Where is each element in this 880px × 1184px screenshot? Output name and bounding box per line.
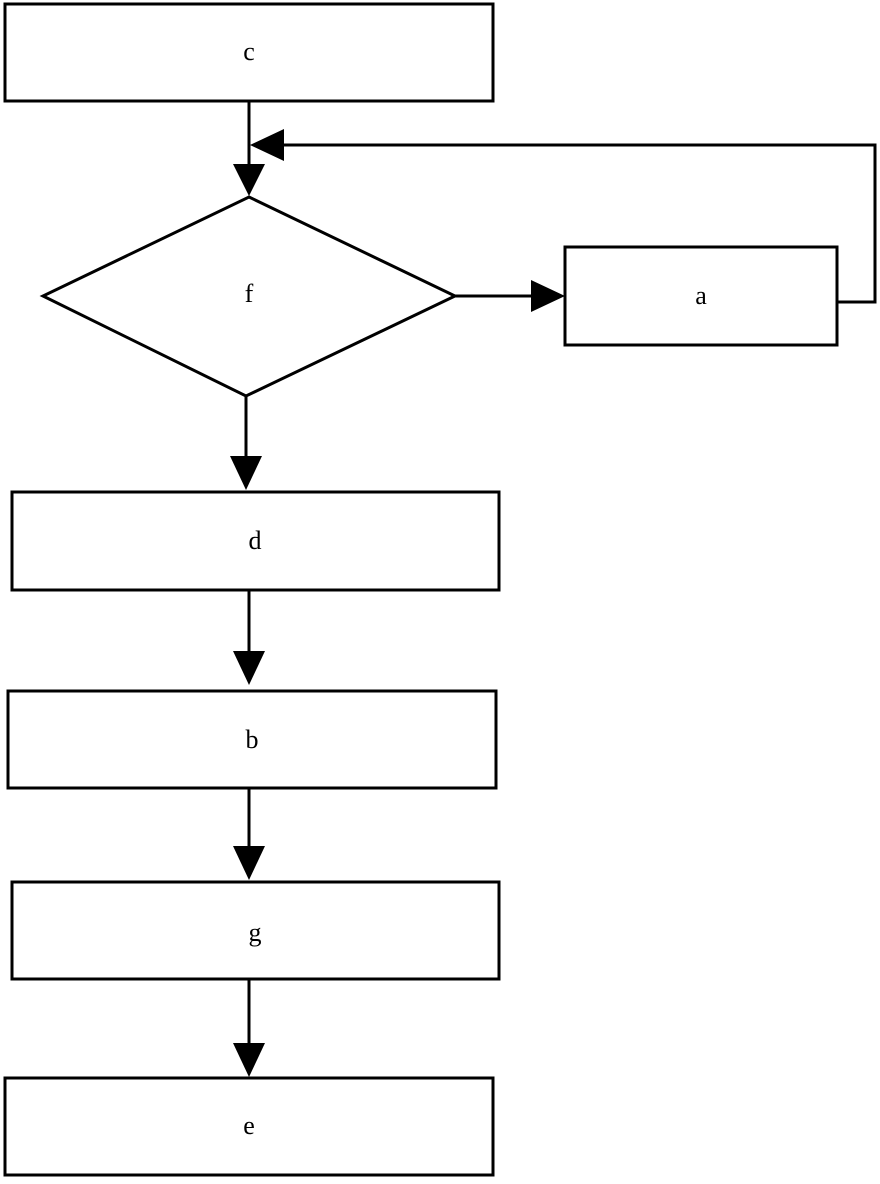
node-f-shape bbox=[39, 195, 459, 398]
arrowhead-f-to-d bbox=[230, 456, 262, 490]
arrowhead-g-to-e bbox=[233, 1043, 265, 1077]
node-b-shape bbox=[6, 689, 498, 790]
arrowhead-a-to-f bbox=[250, 129, 284, 161]
node-f-label: f bbox=[245, 279, 254, 308]
node-e: e bbox=[3, 1076, 495, 1177]
node-g-shape bbox=[10, 880, 501, 981]
node-d-label: d bbox=[249, 526, 262, 555]
node-b-label: b bbox=[246, 725, 259, 754]
node-d-shape bbox=[10, 490, 501, 592]
node-f: f bbox=[39, 195, 459, 398]
arrowhead-c-to-f bbox=[233, 164, 265, 196]
node-c-label: c bbox=[243, 37, 255, 66]
node-g: g bbox=[10, 880, 501, 981]
node-a-shape bbox=[563, 245, 839, 347]
arrowhead-d-to-b bbox=[233, 651, 265, 685]
edges bbox=[230, 101, 877, 1077]
node-c-shape bbox=[3, 2, 495, 103]
node-d: d bbox=[10, 490, 501, 592]
node-g-label: g bbox=[249, 918, 262, 947]
node-b: b bbox=[6, 689, 498, 790]
node-a-label: a bbox=[695, 281, 707, 310]
node-e-label: e bbox=[243, 1111, 255, 1140]
arrowhead-f-to-a bbox=[531, 280, 565, 312]
node-a: a bbox=[563, 245, 839, 347]
node-c: c bbox=[3, 2, 495, 103]
edge-a-to-f-loop bbox=[282, 143, 877, 304]
arrowhead-b-to-g bbox=[233, 846, 265, 880]
node-e-shape bbox=[3, 1076, 495, 1177]
